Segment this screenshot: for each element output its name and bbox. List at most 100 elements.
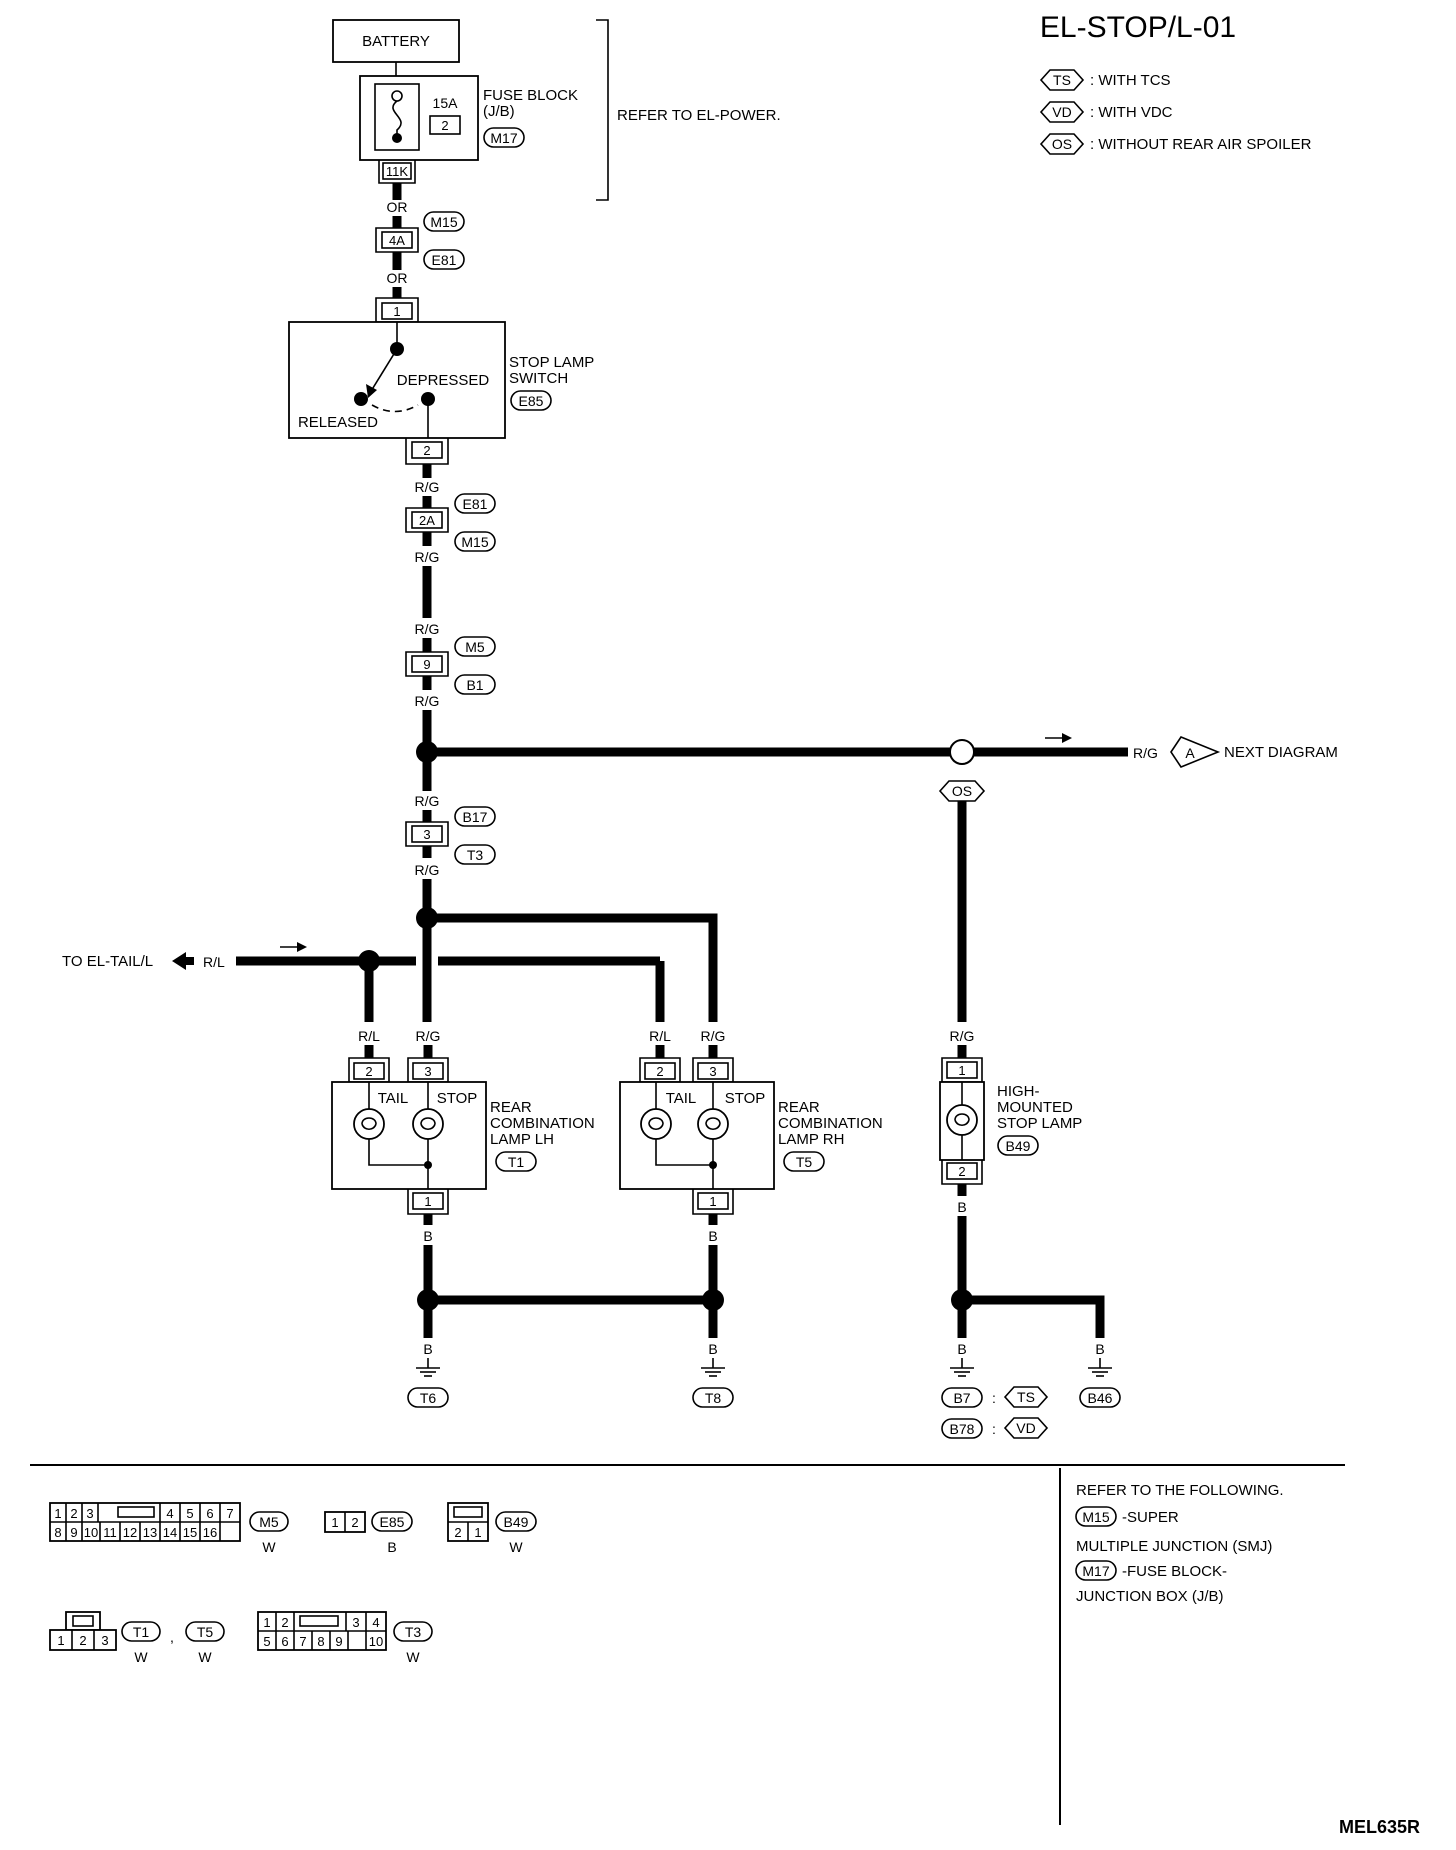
refer-m17-tag: M17	[1082, 1563, 1109, 1579]
fuse-inner	[374, 83, 420, 151]
wire-rg-6: R/G	[415, 862, 440, 878]
svg-text:7: 7	[299, 1634, 306, 1649]
refer-line-3: MULTIPLE JUNCTION (SMJ)	[1076, 1538, 1272, 1555]
svg-text:2: 2	[365, 1064, 372, 1079]
rh-connector: T5	[796, 1154, 813, 1170]
svg-text::: :	[992, 1390, 996, 1406]
to-tail-text: TO EL-TAIL/L	[62, 953, 153, 970]
next-diagram-wire: R/G	[1133, 745, 1158, 761]
ground-t8: B T8	[692, 1341, 734, 1408]
svg-text:B: B	[423, 1341, 432, 1357]
next-diagram-letter: A	[1185, 745, 1195, 761]
refer-m17-text: -FUSE BLOCK-	[1122, 1563, 1227, 1580]
fuse-number-box	[429, 115, 461, 135]
fuse-bottom-terminal	[392, 133, 402, 143]
svg-text:2: 2	[656, 1064, 663, 1079]
refer-m15-tag: M15	[1082, 1509, 1109, 1525]
svg-text:10: 10	[369, 1634, 383, 1649]
svg-text:3: 3	[423, 827, 430, 842]
lh-stop-label: STOP	[437, 1090, 478, 1107]
switch-pin-2: 2	[423, 443, 430, 458]
fuse-block-label: FUSE BLOCK	[483, 87, 578, 104]
footer-code: MEL635R	[1339, 1817, 1420, 1837]
svg-text:10: 10	[84, 1525, 98, 1540]
joint-connector-3: 3 B17 T3	[405, 806, 496, 865]
rh-wire-stop: R/G	[701, 1028, 726, 1044]
lh-wire-tail: R/L	[358, 1028, 380, 1044]
joint-connector-4a: 4A M15 E81	[375, 211, 465, 270]
svg-text:1: 1	[331, 1515, 338, 1530]
svg-text:B: B	[957, 1341, 966, 1357]
connector-m5-color: W	[262, 1539, 276, 1555]
svg-text:1: 1	[958, 1063, 965, 1078]
switch-released-contact	[354, 392, 368, 406]
ground-splice-lh	[417, 1289, 439, 1311]
lh-label-1: REAR	[490, 1099, 532, 1116]
svg-text:3: 3	[352, 1615, 359, 1630]
next-diagram-text: NEXT DIAGRAM	[1224, 744, 1338, 761]
legend-os-tag	[1039, 133, 1085, 155]
switch-connector: E85	[519, 393, 544, 409]
svg-text:5: 5	[263, 1634, 270, 1649]
fuse-top-terminal	[391, 90, 403, 102]
hm-wire-in: R/G	[950, 1028, 975, 1044]
rh-tail-bulb-icon	[640, 1108, 672, 1140]
ground-b46-label: B46	[1088, 1390, 1113, 1406]
svg-text:3: 3	[424, 1064, 431, 1079]
svg-text:4: 4	[372, 1615, 379, 1630]
connector-t3-color: W	[406, 1649, 420, 1665]
svg-text:B: B	[708, 1341, 717, 1357]
connector-m5-name: M5	[259, 1514, 279, 1530]
refer-m15-text: -SUPER	[1122, 1509, 1179, 1526]
ground-splice-rh	[702, 1289, 724, 1311]
hm-label-3: STOP LAMP	[997, 1115, 1082, 1132]
svg-text:16: 16	[203, 1525, 217, 1540]
svg-text:1: 1	[709, 1194, 716, 1209]
switch-depressed-label: DEPRESSED	[397, 372, 490, 389]
svg-text:3: 3	[101, 1633, 108, 1648]
switch-released-label: RELEASED	[298, 414, 378, 431]
high-mounted-stop-lamp: R/G 1 2 HIGH- MOUNTED STOP LAMP B49 B	[939, 1028, 1082, 1215]
legend-vd-tag	[1039, 101, 1085, 123]
wire-or-bottom: OR	[387, 270, 408, 286]
svg-text:4A: 4A	[389, 233, 405, 248]
wire-or-top: OR	[387, 199, 408, 215]
svg-text:2: 2	[79, 1633, 86, 1648]
legend-vd-text: : WITH VDC	[1090, 104, 1173, 121]
svg-text:2A: 2A	[419, 513, 435, 528]
joint-connector-9: 9 M5 B1	[405, 636, 496, 695]
svg-text:4: 4	[166, 1506, 173, 1521]
rh-label-3: LAMP RH	[778, 1131, 844, 1148]
connector-b49-name: B49	[504, 1514, 529, 1530]
svg-text:14: 14	[163, 1525, 177, 1540]
legend: TS : WITH TCS VD : WITH VDC OS : WITHOUT…	[1039, 69, 1312, 155]
refer-line-5: JUNCTION BOX (J/B)	[1076, 1588, 1224, 1605]
fuse-connector-tag	[483, 127, 525, 148]
rh-stop-bulb-icon	[697, 1108, 729, 1140]
hm-label-1: HIGH-	[997, 1083, 1040, 1100]
svg-text:6: 6	[206, 1506, 213, 1521]
svg-text:11: 11	[103, 1525, 117, 1540]
ground-b7-b78: B B7 : TS B78 : VD	[941, 1341, 1049, 1439]
svg-text:8: 8	[54, 1525, 61, 1540]
refer-power-text: REFER TO EL-POWER.	[617, 107, 781, 124]
wire-rg-5: R/G	[415, 793, 440, 809]
j1-top-connector: M15	[430, 214, 457, 230]
rh-stop-label: STOP	[725, 1090, 766, 1107]
svg-text:,: ,	[170, 1629, 174, 1645]
lh-tail-bulb-icon	[353, 1108, 385, 1140]
wire-rg-3: R/G	[415, 621, 440, 637]
wire-rg-4: R/G	[415, 693, 440, 709]
j2-bottom-connector: M15	[461, 534, 488, 550]
fuse-connector: M17	[490, 130, 517, 146]
refer-notes: REFER TO THE FOLLOWING. M15 -SUPER MULTI…	[1075, 1482, 1284, 1605]
svg-text:9: 9	[423, 657, 430, 672]
lh-tail-label: TAIL	[378, 1090, 409, 1107]
connector-e85-name: E85	[380, 1514, 405, 1530]
svg-text:1: 1	[263, 1615, 270, 1630]
svg-text:15: 15	[183, 1525, 197, 1540]
connector-t1-t5: 1 2 3 T1 W , T5 W	[49, 1611, 225, 1665]
battery-label: BATTERY	[362, 33, 430, 50]
connector-e85: 1 2 E85 B	[324, 1511, 413, 1555]
j1-bottom-connector: E81	[432, 252, 457, 268]
